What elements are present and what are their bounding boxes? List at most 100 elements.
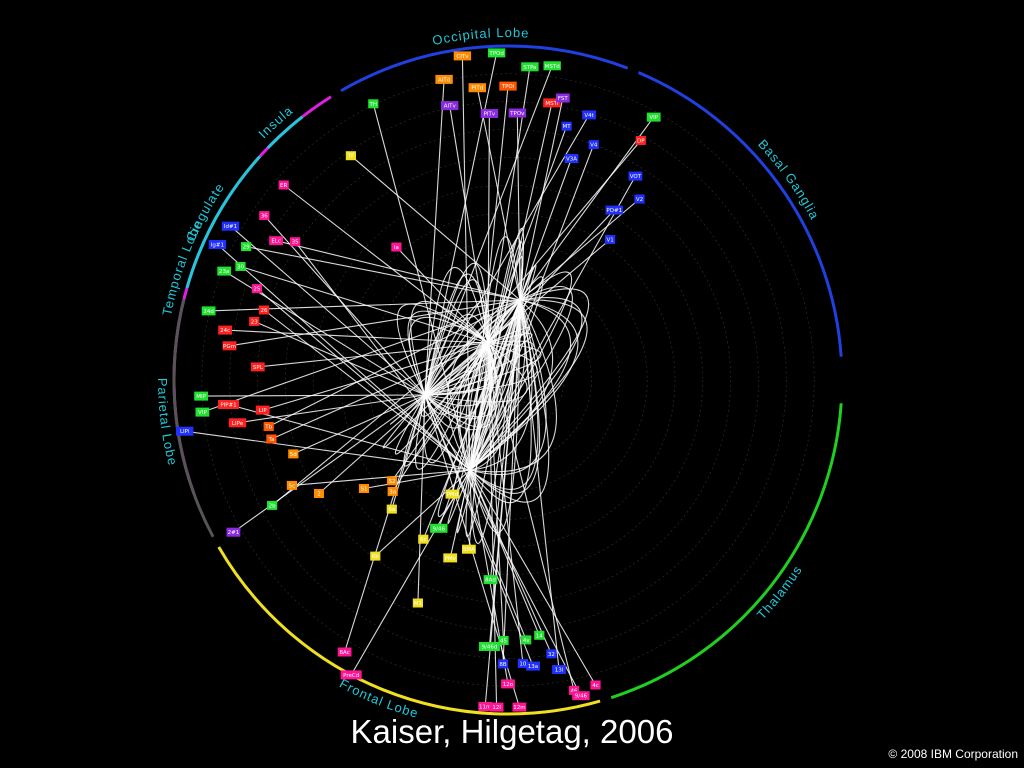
region-arc: [217, 546, 601, 716]
node-box: [340, 670, 362, 680]
node-box: [508, 108, 526, 118]
node-label: 13l: [555, 668, 564, 674]
brain-area-node: V4: [588, 140, 599, 150]
connection-edge: [408, 316, 527, 641]
concentric-guide-rings: [201, 73, 815, 687]
region-arc: [172, 298, 215, 538]
node-box: [635, 136, 646, 145]
node-label: PO#1: [606, 208, 622, 214]
brain-area-node: 11m: [478, 702, 493, 711]
node-box: [435, 74, 453, 84]
region-arc: [185, 155, 261, 289]
brain-area-node: 30: [235, 262, 246, 271]
node-label: 8B: [499, 662, 506, 668]
brain-area-node: ELc: [269, 236, 283, 246]
region-arc: [610, 403, 843, 700]
region-label: Thalamus: [754, 562, 805, 622]
brain-area-node: 2#1: [226, 527, 241, 537]
node-box: [278, 180, 289, 190]
region-arc: [340, 44, 629, 93]
node-label: VIP: [198, 410, 207, 416]
brain-area-node: 6c: [418, 534, 429, 544]
brain-area-node: FST: [555, 93, 570, 103]
brain-area-node: 24d: [201, 306, 216, 316]
brain-area-node: TPOv: [508, 108, 526, 118]
brain-area-node: PITd: [468, 83, 486, 93]
brain-area-node: V4t: [582, 110, 596, 120]
brain-area-node: DP: [635, 136, 646, 145]
brain-area-node: 5c: [286, 480, 297, 490]
brain-area-node: Ig#1: [208, 240, 227, 249]
node-label: 9/46d: [481, 645, 497, 651]
node-label: MSTd: [545, 64, 560, 70]
node-label: 12o: [503, 682, 514, 688]
node-box: [218, 325, 232, 335]
brain-area-node: S2: [386, 476, 398, 486]
node-label: V2: [636, 197, 643, 203]
brain-area-node: PMv: [443, 553, 458, 563]
node-label: STPa: [523, 65, 536, 71]
node-box: [497, 659, 509, 669]
node-label: 25: [253, 287, 260, 293]
brain-area-node: V2: [634, 194, 645, 204]
node-label: 2b: [269, 503, 276, 509]
node-box: [543, 61, 561, 71]
brain-area-node: 5d: [288, 449, 299, 459]
node-box: [345, 151, 356, 161]
brain-area-node: 12o: [501, 679, 515, 689]
node-label: 24c: [220, 328, 230, 334]
node-label: MT: [563, 124, 572, 130]
guide-ring: [312, 184, 704, 576]
node-label: 8Ad: [485, 578, 496, 584]
node-box: [582, 110, 596, 120]
node-label: 9/46: [433, 526, 446, 532]
connection-edge: [424, 279, 505, 641]
node-box: [266, 434, 277, 444]
node-label: CITv: [456, 54, 469, 60]
brain-area-node: 8B: [497, 659, 509, 669]
node-label: V1: [606, 238, 613, 244]
node-label: PMv: [445, 556, 457, 562]
brain-area-node: LIPi: [176, 426, 194, 436]
node-box: [222, 341, 237, 351]
node-label: 23: [251, 319, 258, 325]
brain-area-node: PIP#1: [218, 400, 239, 409]
node-label: 32: [548, 652, 555, 658]
node-box: [543, 98, 561, 108]
node-label: 5d: [290, 452, 297, 458]
guide-ring: [284, 157, 731, 603]
node-label: V3A: [566, 157, 577, 163]
node-box: [218, 400, 239, 409]
node-label: 6b: [372, 554, 379, 560]
guide-ring: [229, 101, 787, 659]
brain-area-node: MSTd: [543, 61, 561, 71]
copyright-notice: © 2008 IBM Corporation: [888, 747, 1018, 761]
brain-area-node: MSTl: [543, 98, 561, 108]
node-box: [290, 237, 301, 247]
region-arc: [637, 71, 843, 357]
node-label: 30: [237, 265, 244, 271]
node-label: VOT: [630, 174, 642, 180]
node-box: [226, 527, 241, 537]
node-label: Ia: [394, 245, 399, 251]
node-box: [546, 649, 557, 659]
node-box: [526, 661, 540, 671]
brain-area-node: CITv: [453, 51, 472, 61]
node-box: [391, 242, 402, 252]
node-box: [443, 553, 458, 563]
node-box: [572, 691, 590, 701]
node-label: 10: [519, 662, 526, 668]
node-box: [194, 391, 208, 401]
node-box: [478, 642, 500, 651]
node-label: PITd: [471, 86, 483, 92]
node-label: 36: [261, 214, 268, 220]
node-box: [564, 154, 579, 163]
node-box: [195, 407, 210, 417]
node-box: [468, 83, 486, 93]
node-box: [521, 635, 532, 645]
brain-area-node: 45: [498, 636, 509, 645]
node-box: [483, 575, 498, 585]
node-label: VIP: [649, 115, 658, 121]
brain-area-node: 4c: [590, 680, 601, 690]
node-label: MIP: [196, 394, 206, 400]
